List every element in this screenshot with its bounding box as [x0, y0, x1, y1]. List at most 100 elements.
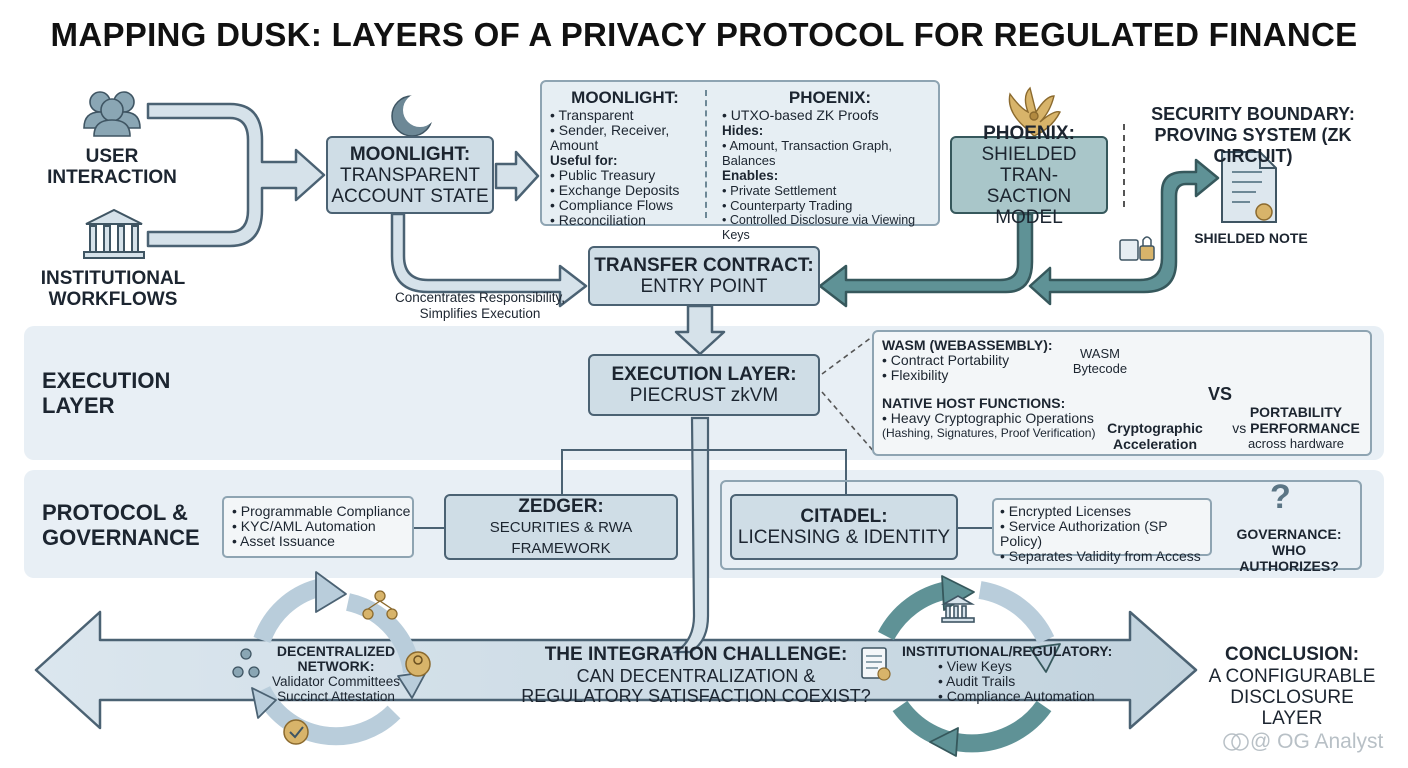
phoenix-panel: PHOENIX: UTXO-based ZK Proofs Hides: Amo…: [722, 88, 938, 243]
phoenix-box[interactable]: PHOENIX: SHIELDED TRAN- SACTION MODEL: [950, 123, 1108, 228]
wasm-panel: WASM (WEBASSEMBLY): Contract Portability…: [872, 330, 1372, 456]
decentralized-network: DECENTRALIZED NETWORK: Validator Committ…: [262, 643, 410, 705]
hides-heading: Hides:: [722, 123, 764, 138]
moonlight-useful-items: Public Treasury Exchange Deposits Compli…: [550, 168, 700, 228]
user-label-line-2: INTERACTION: [47, 167, 177, 188]
performance-label: PERFORMANCE: [1250, 420, 1360, 436]
enables-item: Counterparty Trading: [722, 198, 938, 213]
question-icon: ?: [1270, 478, 1291, 516]
institutional-workflows-label: INSTITUTIONAL WORKFLOWS: [30, 268, 196, 310]
zedger-bullets: Programmable Compliance KYC/AML Automati…: [222, 496, 414, 558]
execution-band-label: EXECUTION LAYER: [42, 368, 170, 418]
useful-for-heading: Useful for:: [550, 153, 618, 168]
institutional-cycle: [878, 581, 1055, 753]
citadel-panel: [720, 480, 1362, 570]
moonlight-box-line-2: ACCOUNT STATE: [331, 185, 489, 207]
hardware-label: across hardware: [1247, 436, 1345, 451]
useful-item: Compliance Flows: [550, 198, 700, 213]
transfer-to-execution-arrow: [674, 304, 726, 356]
users-icon: [83, 91, 141, 137]
phoenix-box-heading: PHOENIX:: [983, 122, 1075, 144]
citadel-sub: LICENSING & IDENTITY: [737, 527, 951, 548]
zedger-box[interactable]: ZEDGER: SECURITIES & RWA FRAMEWORK: [444, 494, 678, 560]
enables-heading: Enables:: [722, 168, 779, 183]
enables-item: Controlled Disclosure via Viewing Keys: [722, 213, 938, 243]
protocol-label-line-2: GOVERNANCE: [42, 525, 200, 550]
institutional-heading: INSTITUTIONAL/REGULATORY:: [902, 643, 1113, 659]
native-items: Heavy Cryptographic Operations: [882, 411, 1112, 426]
protocol-band-label: PROTOCOL & GOVERNANCE: [42, 500, 200, 550]
vs-small: vs: [1232, 420, 1247, 436]
citadel-bullet: Encrypted Licenses: [1000, 504, 1210, 519]
integration-double-arrow: [34, 610, 1198, 730]
bytecode-label: WASM Bytecode: [1066, 346, 1134, 376]
phoenix-to-transfer-arrow: [818, 212, 1034, 308]
useful-item: Reconciliation: [550, 213, 700, 228]
security-line-1: SECURITY BOUNDARY:: [1151, 104, 1355, 124]
native-heading: NATIVE HOST FUNCTIONS:: [882, 395, 1066, 411]
transfer-contract-box[interactable]: TRANSFER CONTRACT: ENTRY POINT: [588, 246, 820, 306]
integration-challenge: THE INTEGRATION CHALLENGE: CAN DECENTRAL…: [518, 644, 874, 706]
enables-item: Private Settlement: [722, 183, 938, 198]
phoenix-enables-items: Private Settlement Counterparty Trading …: [722, 183, 938, 243]
audit-doc-icon: [861, 647, 891, 681]
citadel-bullets: Encrypted Licenses Service Authorization…: [992, 498, 1212, 564]
citadel-bullet: Service Authorization (SP Policy): [1000, 519, 1210, 549]
execution-layer-box[interactable]: EXECUTION LAYER: PIECRUST zkVM: [588, 354, 820, 416]
decentralized-line-1: DECENTRALIZED: [276, 643, 396, 659]
moonlight-panel: MOONLIGHT: Transparent Sender, Receiver,…: [550, 88, 700, 228]
phoenix-box-line-2: SACTION MODEL: [986, 185, 1072, 228]
bytecode-line-1: WASM: [1080, 346, 1120, 361]
security-boundary-label: SECURITY BOUNDARY: PROVING SYSTEM (ZK CI…: [1128, 104, 1378, 167]
moonlight-item: Sender, Receiver, Amount: [550, 123, 700, 153]
transfer-note-line-2: Simplifies Execution: [419, 306, 541, 321]
accel-label: Cryptographic Acceleration: [1100, 420, 1210, 452]
institutional-item: Compliance Automation: [938, 689, 1112, 704]
decentralized-item: Validator Committees: [271, 674, 401, 689]
zedger-sub: SECURITIES & RWA FRAMEWORK: [489, 518, 633, 557]
user-interaction-label: USER INTERACTION: [40, 146, 184, 188]
institutional-label-line-2: WORKFLOWS: [48, 289, 178, 310]
challenge-line-1: CAN DECENTRALIZATION &: [576, 666, 816, 686]
bank-small-icon: [940, 595, 976, 623]
wasm-item: Flexibility: [882, 368, 1082, 383]
shielded-note-loop-arrow: [1028, 158, 1220, 306]
user-label-line-1: USER: [85, 146, 139, 167]
execution-heading: EXECUTION LAYER:: [611, 364, 797, 385]
phoenix-item: UTXO-based ZK Proofs: [722, 108, 938, 123]
moonlight-box-heading: MOONLIGHT:: [349, 143, 471, 165]
portability-performance: PORTABILITY vs PERFORMANCE across hardwa…: [1226, 404, 1366, 452]
execution-sub: PIECRUST zkVM: [629, 385, 779, 406]
moonlight-panel-heading: MOONLIGHT:: [571, 88, 679, 107]
zedger-bullet: Asset Issuance: [232, 534, 412, 549]
execution-label-line-1: EXECUTION: [42, 368, 171, 393]
transfer-heading: TRANSFER CONTRACT:: [594, 255, 814, 276]
security-line-2: PROVING SYSTEM (ZK CIRCUIT): [1154, 125, 1352, 166]
badge-icon: [405, 651, 431, 677]
useful-item: Public Treasury: [550, 168, 700, 183]
challenge-heading: THE INTEGRATION CHALLENGE:: [544, 644, 848, 665]
panel-divider: [705, 90, 707, 218]
zedger-bullet: KYC/AML Automation: [232, 519, 412, 534]
network-nodes-icon: [362, 590, 398, 620]
moonlight-box[interactable]: MOONLIGHT: TRANSPARENT ACCOUNT STATE: [326, 136, 494, 214]
vs-label: VS: [1208, 384, 1233, 404]
conclusion-line-2: DISCLOSURE LAYER: [1230, 687, 1354, 729]
conclusion: CONCLUSION: A CONFIGURABLE DISCLOSURE LA…: [1200, 644, 1384, 729]
watermark: @ OG Analyst: [1250, 730, 1384, 753]
institutional-item: Audit Trails: [938, 674, 1112, 689]
zedger-heading: ZEDGER:: [518, 495, 604, 517]
phoenix-panel-items: UTXO-based ZK Proofs: [722, 108, 938, 123]
transfer-note-line-1: Concentrates Responsibility,: [394, 290, 566, 305]
moonlight-box-line-1: TRANSPARENT: [339, 164, 481, 186]
institutional-regulatory: INSTITUTIONAL/REGULATORY: View Keys Audi…: [902, 644, 1112, 704]
moonlight-to-transfer-arrow: [390, 212, 588, 308]
shielded-note-label: SHIELDED NOTE: [1194, 230, 1308, 246]
portability-label: PORTABILITY: [1249, 404, 1343, 420]
native-section: NATIVE HOST FUNCTIONS: Heavy Cryptograph…: [882, 395, 1112, 441]
validators-icon: [232, 648, 260, 678]
moonlight-phoenix-panel: MOONLIGHT: Transparent Sender, Receiver,…: [540, 80, 940, 242]
arrow-to-panel: [494, 150, 540, 202]
citadel-box[interactable]: CITADEL: LICENSING & IDENTITY: [730, 494, 958, 560]
phoenix-box-line-1: SHIELDED TRAN-: [981, 143, 1077, 186]
